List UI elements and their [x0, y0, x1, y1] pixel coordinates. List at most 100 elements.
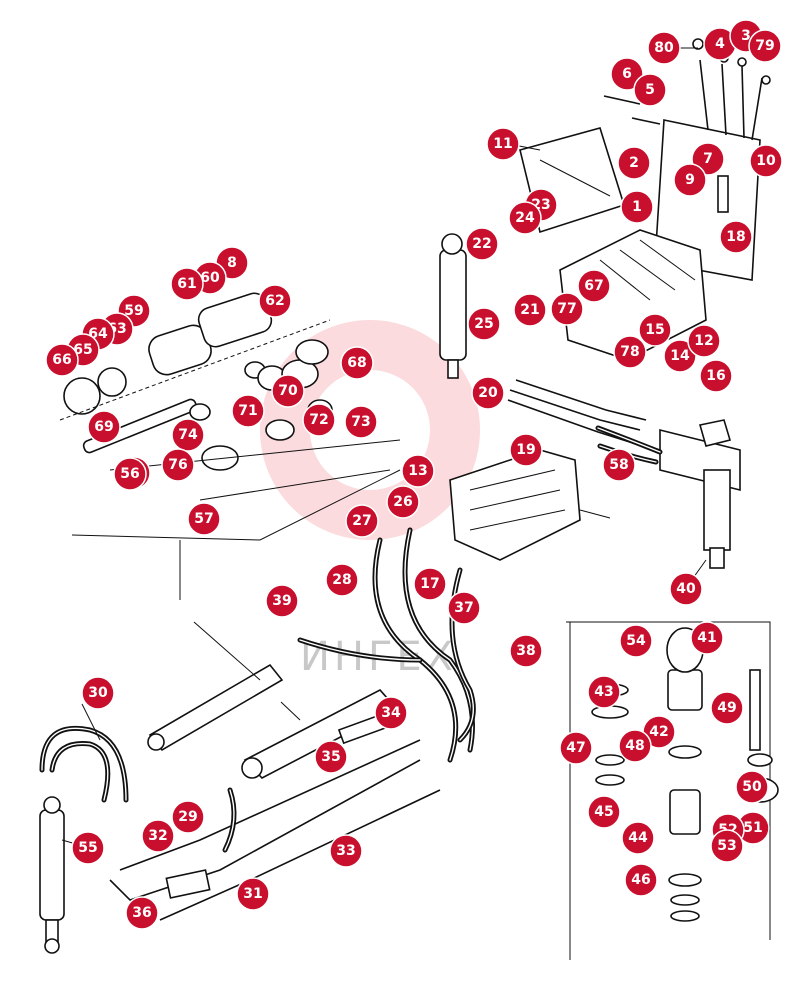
- callout-label: 35: [321, 749, 340, 765]
- callout-label: 43: [594, 684, 613, 700]
- callout-label: 13: [408, 463, 427, 479]
- callout-label: 4: [715, 36, 725, 52]
- callout-label: 20: [478, 385, 498, 401]
- callout-30: 30: [81, 676, 115, 710]
- callout-13: 13: [401, 454, 435, 488]
- callout-label: 19: [516, 442, 535, 458]
- callout-label: 77: [557, 301, 576, 317]
- callout-45: 45: [587, 795, 621, 829]
- callout-label: 71: [238, 403, 257, 419]
- callout-label: 60: [200, 270, 220, 286]
- callout-label: 51: [743, 820, 762, 836]
- callout-label: 38: [516, 643, 535, 659]
- callout-label: 61: [177, 276, 196, 292]
- callout-5: 5: [633, 73, 667, 107]
- callout-70: 70: [271, 374, 305, 408]
- callout-41: 41: [690, 621, 724, 655]
- callout-label: 48: [625, 738, 644, 754]
- callout-label: 3: [741, 28, 751, 44]
- callout-66: 66: [45, 343, 79, 377]
- callout-label: 45: [594, 804, 613, 820]
- callout-22: 22: [465, 227, 499, 261]
- callout-28: 28: [325, 563, 359, 597]
- callout-29: 29: [171, 800, 205, 834]
- callout-label: 65: [73, 342, 92, 358]
- callout-72: 72: [302, 403, 336, 437]
- callout-25: 25: [467, 307, 501, 341]
- callout-35: 35: [314, 740, 348, 774]
- callout-49: 49: [710, 691, 744, 725]
- callout-label: 68: [347, 355, 366, 371]
- callout-21: 21: [513, 293, 547, 327]
- callout-label: 73: [351, 414, 370, 430]
- callout-39: 39: [265, 584, 299, 618]
- callout-label: 17: [420, 576, 439, 592]
- callout-79: 79: [748, 29, 782, 63]
- callout-label: 24: [515, 210, 535, 226]
- callout-label: 70: [278, 383, 298, 399]
- callout-50: 50: [735, 770, 769, 804]
- callout-68: 68: [340, 346, 374, 380]
- callout-20: 20: [471, 376, 505, 410]
- callout-38: 38: [509, 634, 543, 668]
- callout-label: 62: [265, 293, 284, 309]
- side-cylinder: [39, 796, 65, 954]
- callout-label: 15: [645, 322, 664, 338]
- callout-label: 5: [645, 82, 655, 98]
- callout-label: 6: [622, 66, 632, 82]
- callout-37: 37: [447, 591, 481, 625]
- callout-label: 29: [178, 809, 197, 825]
- callout-47: 47: [559, 731, 593, 765]
- upper-lift-cylinder: [439, 233, 467, 379]
- callout-10: 10: [749, 144, 783, 178]
- callout-label: 32: [148, 828, 167, 844]
- callout-43: 43: [587, 675, 621, 709]
- callout-80: 80: [647, 31, 681, 65]
- callout-label: 80: [654, 40, 674, 56]
- callout-label: 44: [628, 830, 648, 846]
- callout-51: 51: [736, 811, 770, 845]
- callout-label: 55: [78, 840, 97, 856]
- callout-56: 56: [113, 457, 147, 491]
- callout-label: 78: [620, 344, 639, 360]
- callout-14: 14: [663, 339, 697, 373]
- callout-label: 54: [626, 633, 646, 649]
- callout-74: 74: [171, 418, 205, 452]
- callout-76: 76: [161, 448, 195, 482]
- callout-34: 34: [374, 696, 408, 730]
- callout-67: 67: [577, 269, 611, 303]
- callout-label: 14: [670, 348, 690, 364]
- callout-12: 12: [687, 324, 721, 358]
- callout-label: 16: [706, 368, 725, 384]
- callout-19: 19: [509, 433, 543, 467]
- callout-24: 24: [508, 201, 542, 235]
- right-lift-cylinder: [659, 419, 741, 569]
- callout-32: 32: [141, 819, 175, 853]
- callout-label: 53: [717, 838, 736, 854]
- callout-label: 67: [584, 278, 603, 294]
- callout-78: 78: [613, 335, 647, 369]
- callout-1: 1: [620, 190, 654, 224]
- callout-label: 18: [726, 229, 745, 245]
- callout-label: 40: [676, 581, 696, 597]
- callout-label: 22: [472, 236, 491, 252]
- callout-label: 9: [685, 172, 695, 188]
- callout-16: 16: [699, 359, 733, 393]
- callout-11: 11: [486, 127, 520, 161]
- callout-label: 28: [332, 572, 351, 588]
- callout-label: 50: [742, 779, 762, 795]
- callout-label: 74: [178, 427, 198, 443]
- callout-48: 48: [618, 729, 652, 763]
- callout-label: 57: [194, 511, 213, 527]
- callout-label: 8: [227, 255, 237, 271]
- callout-label: 21: [520, 302, 539, 318]
- callout-6: 6: [610, 57, 644, 91]
- callout-54: 54: [619, 624, 653, 658]
- callout-33: 33: [329, 834, 363, 868]
- callout-69: 69: [87, 410, 121, 444]
- callout-77: 77: [550, 292, 584, 326]
- callout-label: 33: [336, 843, 355, 859]
- callout-44: 44: [621, 821, 655, 855]
